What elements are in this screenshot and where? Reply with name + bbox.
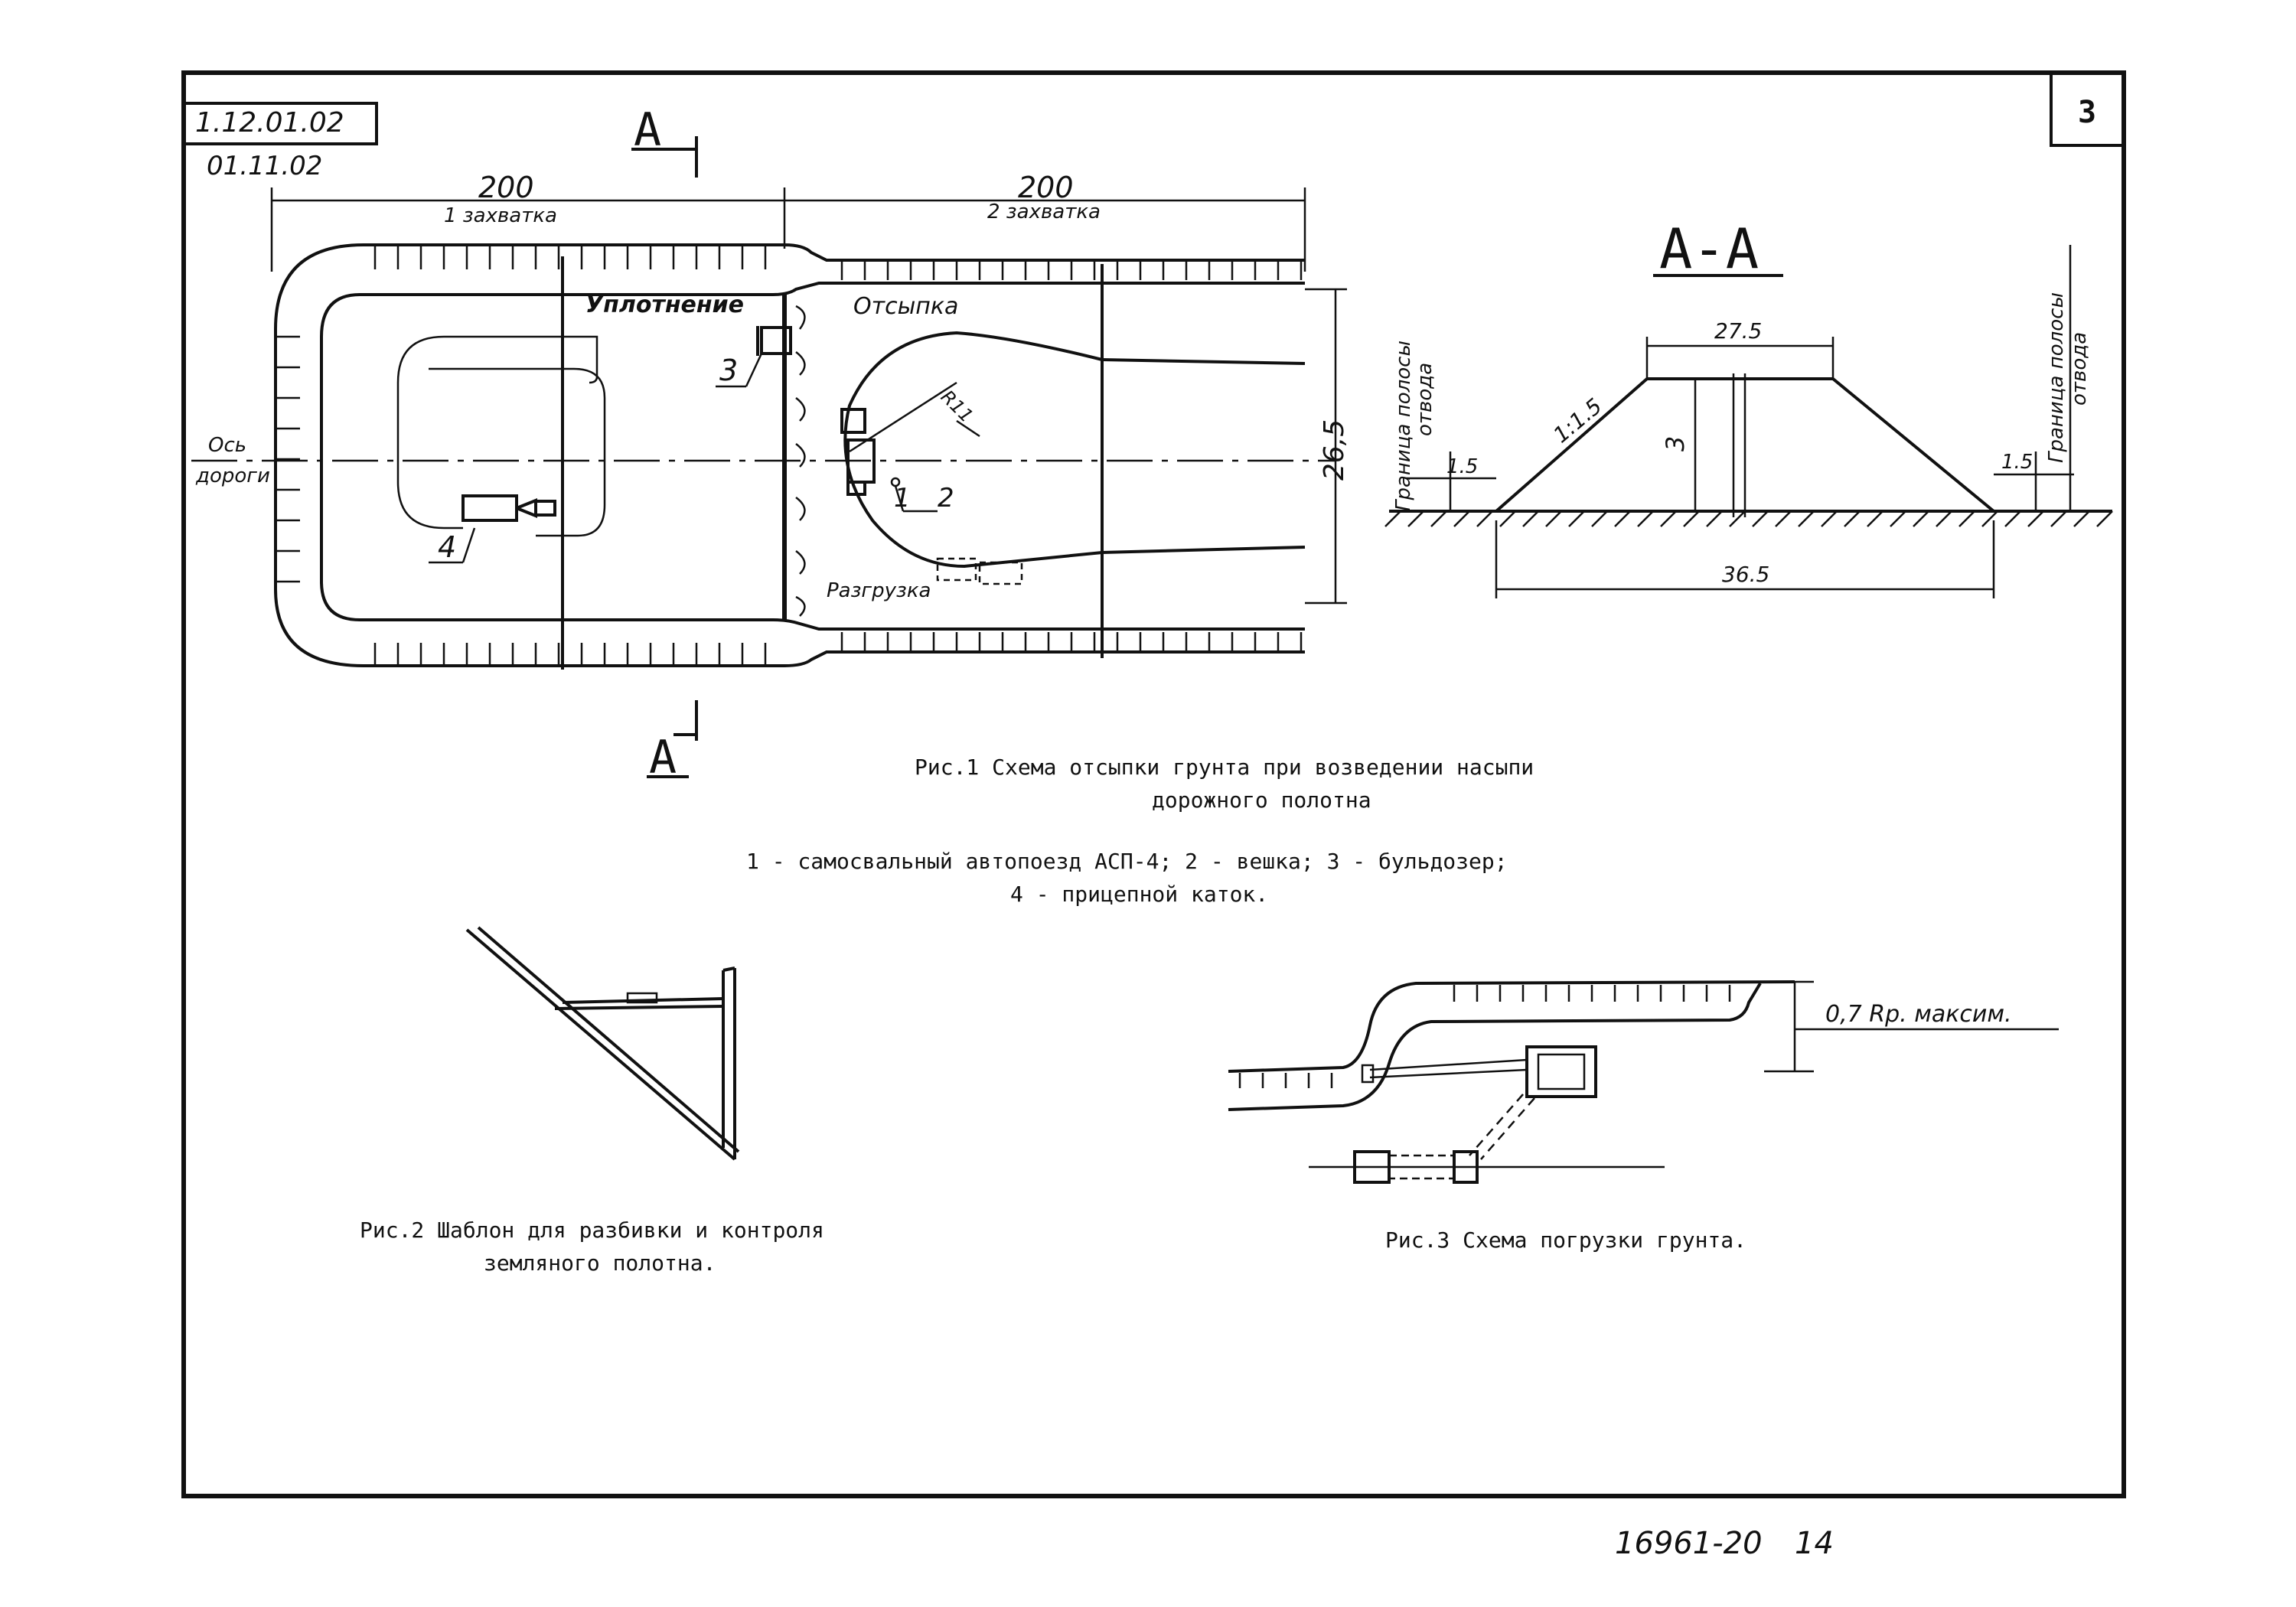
hatch-top xyxy=(277,246,1303,666)
sheet-frame xyxy=(181,70,2126,1498)
fig3-caption: Рис.3 Схема погрузки грунта. xyxy=(1385,1227,1746,1253)
fig1-caption-line1: Рис.1 Схема отсыпки грунта при возведени… xyxy=(915,755,1534,780)
label-unloading: Разгрузка xyxy=(827,579,931,602)
fig1-plan: А А 200 200 1 захватка 2 захватка Ось xyxy=(191,103,1534,907)
section-aa: А-А 27.5 3 1:1.5 36.5 1.5 1.5 Граница по… xyxy=(1384,217,2113,598)
fig1-legend-line1: 1 - самосвальный автопоезд АСП-4; 2 - ве… xyxy=(746,849,1508,874)
footer-code: 16961-20 xyxy=(1615,1526,1763,1561)
label-dumping: Отсыпка xyxy=(853,293,958,320)
sheet-subcode: 01.11.02 xyxy=(207,151,322,181)
marker-1: 1 xyxy=(894,483,911,513)
road-axis-label-2: дороги xyxy=(195,464,270,487)
width-label: 26,5 xyxy=(1319,419,1350,481)
excavator-icon xyxy=(1525,1045,1597,1098)
level-bubble xyxy=(626,992,658,1004)
fig3-loading: 0,7 Rр. максим. Рис.3 Схема погрузки гру… xyxy=(1228,980,2059,1253)
zone-right-label: 2 захватка xyxy=(987,200,1101,223)
marker-3: 3 xyxy=(719,354,738,387)
footer-page: 14 xyxy=(1795,1526,1834,1561)
boundary-right-2: отвода xyxy=(2068,332,2091,406)
road-axis-label-1: Ось xyxy=(208,434,246,457)
sheet-number: 3 xyxy=(2078,95,2096,130)
section-aa-title: А-А xyxy=(1659,217,1759,281)
code-box xyxy=(184,102,378,145)
label-compaction: Уплотнение xyxy=(585,292,744,318)
zone-left-label: 1 захватка xyxy=(444,204,557,227)
dump-truck-icon xyxy=(840,408,866,434)
marker-2: 2 xyxy=(938,483,954,513)
boundary-left-2: отвода xyxy=(1414,363,1437,436)
section-height: 3 xyxy=(1661,436,1690,451)
bulldozer-icon xyxy=(760,326,792,355)
fig2-template: Рис.2 Шаблон для разбивки и контроля зем… xyxy=(360,926,824,1276)
marker-4: 4 xyxy=(438,530,456,564)
fig1-legend-line2: 4 - прицепной каток. xyxy=(1010,882,1268,907)
sheet-code: 1.12.01.02 xyxy=(195,107,344,139)
fig1-caption-line2: дорожного полотна xyxy=(1152,787,1371,813)
sheet-number-box xyxy=(2050,71,2125,147)
dim-right-200: 200 xyxy=(1018,171,1074,204)
fig2-caption-line1: Рис.2 Шаблон для разбивки и контроля xyxy=(360,1217,824,1243)
roller-icon xyxy=(461,494,518,522)
section-offset-right: 1.5 xyxy=(2001,451,2033,474)
boundary-right-1: Граница полосы xyxy=(2045,292,2068,463)
dim-left-200: 200 xyxy=(478,171,534,204)
section-offset-left: 1.5 xyxy=(1446,455,1478,478)
boundary-left-1: Граница полосы xyxy=(1392,341,1415,511)
section-base-width: 36.5 xyxy=(1722,562,1769,587)
embankment-profile xyxy=(1495,377,1995,513)
section-top-width: 27.5 xyxy=(1714,318,1762,344)
fig3-dim-label: 0,7 Rр. максим. xyxy=(1825,1001,2012,1028)
fig2-caption-line2: земляного полотна. xyxy=(484,1250,716,1276)
